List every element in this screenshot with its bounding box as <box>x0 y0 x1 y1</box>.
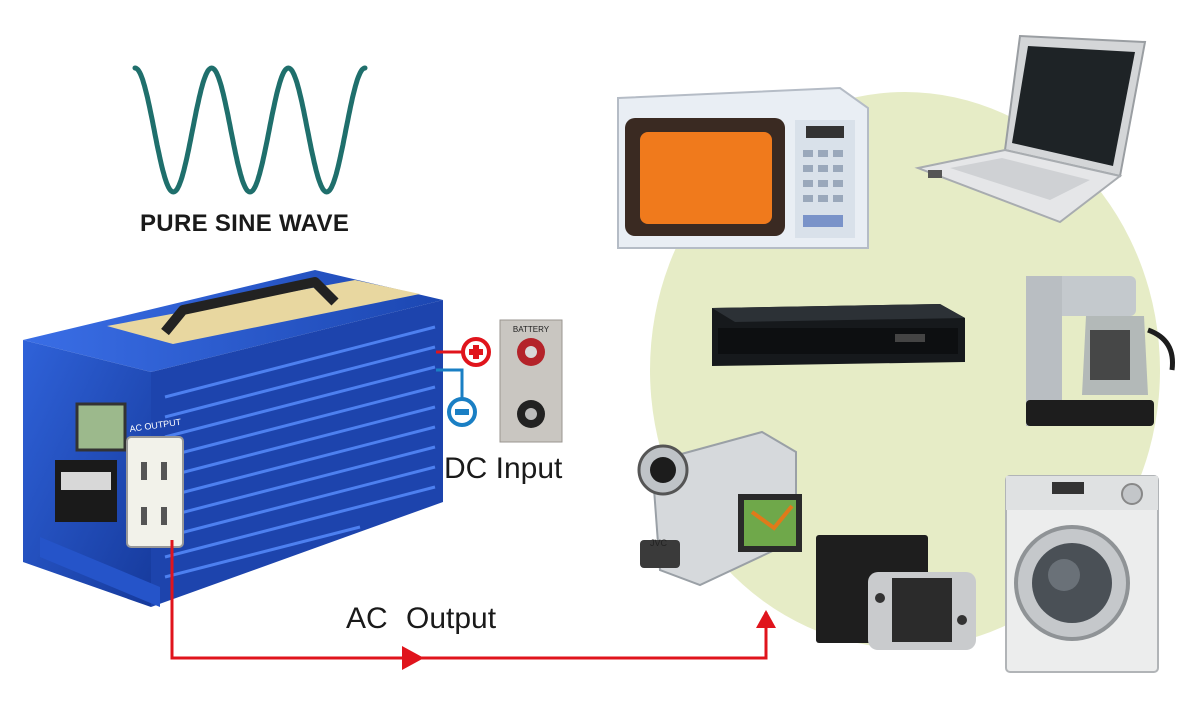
negative-wire <box>436 368 464 400</box>
wave-title: PURE SINE WAVE <box>140 210 350 237</box>
battery-terminal-icon: BATTERY <box>499 319 563 443</box>
camcorder-icon: JVC <box>637 430 802 587</box>
ac-output-label: AC Output <box>346 602 497 635</box>
ac-flow-arrow <box>402 646 424 670</box>
cooling-fins <box>164 325 436 579</box>
carry-handle <box>161 277 339 336</box>
negative-terminal-icon <box>447 397 477 427</box>
positive-terminal-icon <box>461 337 491 367</box>
laptop-icon <box>914 34 1147 224</box>
inverter-icon: AC OUTPUT <box>23 270 443 607</box>
battery-label: BATTERY <box>513 325 550 334</box>
ac-arrowhead <box>756 610 776 628</box>
dc-input-label: DC Input <box>444 452 563 485</box>
terminal-block <box>55 460 117 522</box>
washing-machine-icon <box>1005 475 1159 673</box>
lcd-display <box>75 402 127 452</box>
sine-wave-icon <box>132 65 368 195</box>
microwave-icon <box>617 86 869 249</box>
coffee-maker-icon <box>1026 276 1175 426</box>
bluray-player-icon <box>712 304 965 366</box>
game-console-icon <box>816 535 976 650</box>
camcorder-brand: JVC <box>650 538 668 548</box>
